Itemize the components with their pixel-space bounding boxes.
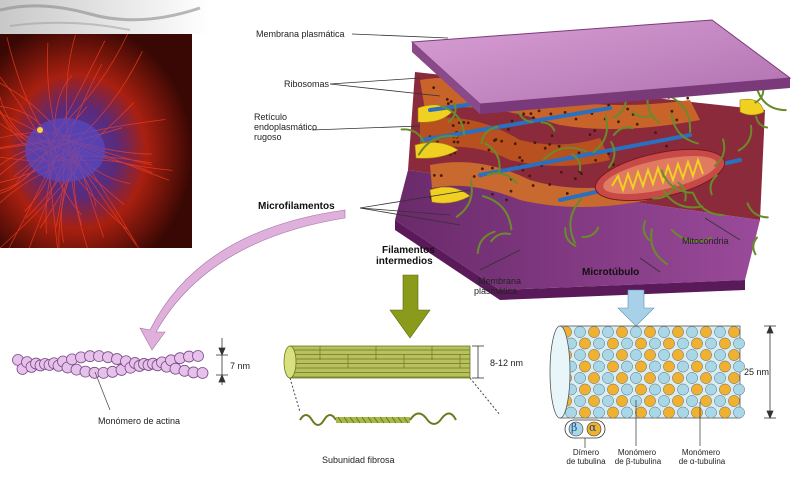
- actin-filament: [13, 351, 209, 379]
- label-membrana-top: Membrana plasmática: [256, 29, 345, 39]
- cell-block-3d: [395, 20, 790, 300]
- label-dimero-2: de tubulina: [556, 457, 616, 466]
- label-membrana-bottom-1: Membrana: [478, 276, 521, 286]
- microtubule-cylinder: [550, 326, 745, 418]
- label-beta-mono-2: de β-tubulina: [608, 457, 668, 466]
- intermediate-size-bracket: [472, 346, 484, 378]
- arrow-intermediate: [390, 275, 430, 338]
- label-filamentos-1: Filamentos: [382, 246, 435, 256]
- label-reticulo-1: Retículo: [254, 112, 287, 122]
- label-filamentos-2: intermedios: [376, 257, 433, 267]
- label-alpha-mono-1: Monómero: [676, 448, 726, 457]
- fibrous-subunit: [300, 413, 456, 425]
- label-beta-mono-1: Monómero: [612, 448, 662, 457]
- label-microtubulo: Microtúbulo: [582, 268, 639, 278]
- label-alpha-mono-2: de α-tubulina: [670, 457, 734, 466]
- arrow-microtubule: [618, 290, 654, 326]
- label-reticulo-3: rugoso: [254, 132, 282, 142]
- intermediate-filament-bundle: [284, 346, 500, 415]
- label-membrana-bottom-2: plasmática: [474, 286, 517, 296]
- label-actina-size: 7 nm: [230, 361, 250, 371]
- label-ribosomas: Ribosomas: [284, 79, 329, 89]
- beta-symbol: β: [571, 421, 577, 434]
- alpha-symbol: α: [589, 421, 596, 434]
- fluorescence-micrograph: [0, 34, 192, 248]
- actin-size-bracket: [216, 338, 228, 385]
- label-mitocondria: Mitocondria: [682, 236, 729, 246]
- label-reticulo-2: endoplasmático: [254, 122, 317, 132]
- label-intermedios-size: 8-12 nm: [490, 358, 523, 368]
- label-microfilamentos: Microfilamentos: [258, 202, 335, 212]
- label-tubulo-size: 25 nm: [744, 367, 769, 377]
- micrograph-top: [0, 0, 210, 34]
- label-subunidad-fibrosa: Subunidad fibrosa: [322, 455, 395, 465]
- label-monomero-actina: Monómero de actina: [98, 416, 180, 426]
- label-dimero-1: Dímero: [566, 448, 606, 457]
